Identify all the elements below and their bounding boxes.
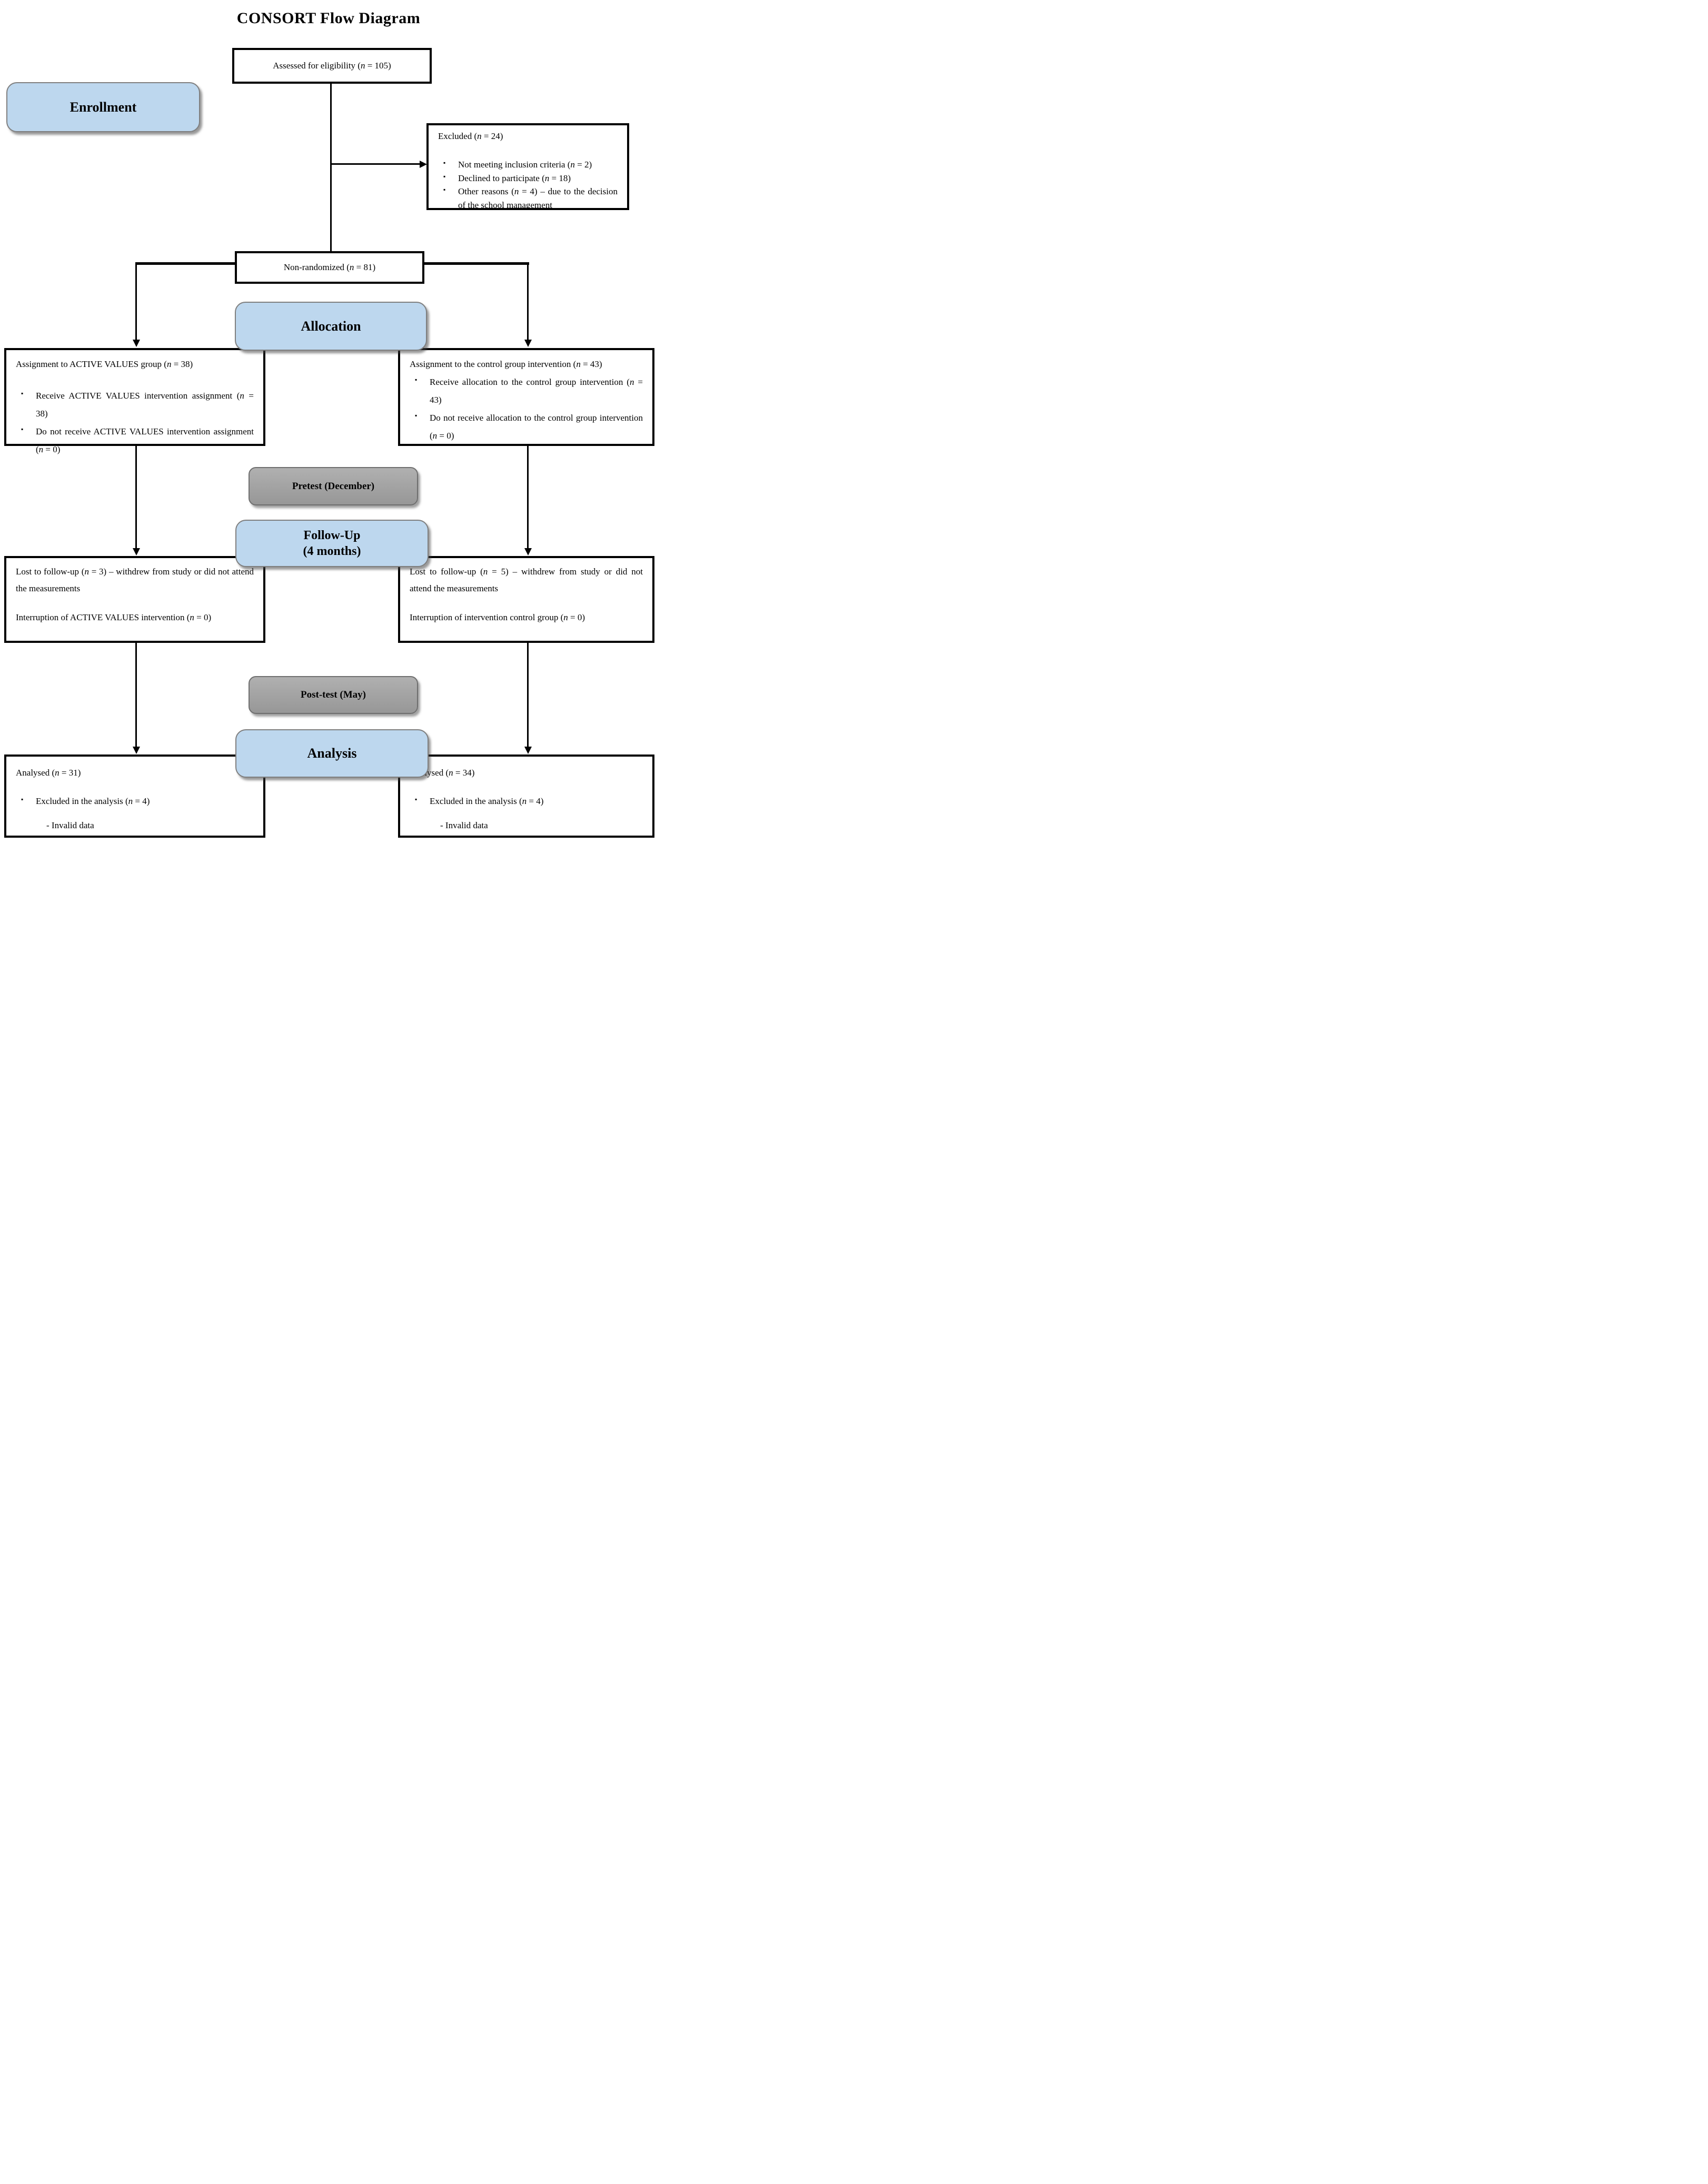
interruption-right-paragraph: Interruption of intervention control gro… <box>410 612 585 622</box>
bullet-square-icon: ▪ <box>443 186 446 194</box>
followup-stage-label-line1: Follow-Up <box>303 529 361 542</box>
pretest-timepoint-box: Pretest (December) <box>249 467 418 505</box>
connector-assessed-to-nonrandomized <box>330 84 332 251</box>
bullet-item: ▪Excluded in the analysis (n = 4) <box>415 796 544 807</box>
analysed-right-bullet-list: ▪Excluded in the analysis (n = 4) <box>410 796 643 807</box>
assessed-eligibility-box: Assessed for eligibility (n = 105) <box>232 48 432 84</box>
lost-followup-active-values-box: Lost to follow-up (n = 3) – withdrew fro… <box>4 556 265 643</box>
arrowhead-into-lost-right-icon <box>524 548 532 555</box>
connector-branch-to-excluded <box>331 163 421 165</box>
assignment-active-values-bullet-list: ▪Receive ACTIVE VALUES intervention assi… <box>16 387 254 459</box>
bullet-item: ▪Receive ACTIVE VALUES intervention assi… <box>16 387 254 423</box>
arrowhead-into-excluded-icon <box>420 160 427 168</box>
connector-split-left-vertical <box>135 262 137 340</box>
lost-followup-right-paragraph: Lost to follow-up (n = 5) – withdrew fro… <box>410 567 643 594</box>
consort-flow-diagram: CONSORT Flow Diagram Assessed for eligib… <box>0 0 657 840</box>
bullet-item: ▪Not meeting inclusion criteria (n = 2) <box>443 159 592 170</box>
bullet-square-icon: ▪ <box>443 172 446 180</box>
analysed-left-bullet-list: ▪Excluded in the analysis (n = 4) <box>16 796 254 807</box>
bullet-square-icon: ▪ <box>21 425 24 433</box>
bullet-item: ▪Receive allocation to the control group… <box>410 373 643 409</box>
assignment-active-values-heading: Assignment to ACTIVE VALUES group (n = 3… <box>16 359 193 369</box>
page-title: CONSORT Flow Diagram <box>236 9 421 27</box>
allocation-stage-box: Allocation <box>235 302 427 351</box>
arrowhead-into-assignment-left-icon <box>132 340 140 347</box>
analysed-control-group-box: Analysed (n = 34) ▪Excluded in the analy… <box>398 755 654 838</box>
posttest-timepoint-box: Post-test (May) <box>249 676 418 714</box>
analysis-stage-label: Analysis <box>307 746 357 761</box>
followup-stage-box: Follow-Up (4 months) <box>235 520 429 567</box>
bullet-item: ▪Do not receive allocation to the contro… <box>410 409 643 445</box>
posttest-timepoint-label: Post-test (May) <box>301 689 366 700</box>
bullet-item: ▪Other reasons (n = 4) – due to the deci… <box>443 186 618 210</box>
analysed-left-heading: Analysed (n = 31) <box>16 768 81 778</box>
connector-lost-left-to-analysed <box>135 643 137 747</box>
bullet-item: ▪Declined to participate (n = 18) <box>443 172 571 183</box>
connector-lost-right-to-analysed <box>527 643 529 747</box>
bullet-square-icon: ▪ <box>21 796 24 803</box>
analysis-stage-box: Analysis <box>235 729 429 778</box>
connector-split-right-horizontal <box>424 262 529 265</box>
analysed-right-subitem: - Invalid data <box>440 820 488 831</box>
allocation-stage-label: Allocation <box>301 318 361 334</box>
arrowhead-into-lost-left-icon <box>132 548 140 555</box>
assignment-control-group-box: Assignment to the control group interven… <box>398 348 654 446</box>
connector-assignment-left-to-lost <box>135 446 137 549</box>
assignment-active-values-box: Assignment to ACTIVE VALUES group (n = 3… <box>4 348 265 454</box>
connector-split-left-horizontal <box>136 262 235 265</box>
bullet-item: ▪Do not receive ACTIVE VALUES interventi… <box>16 423 254 459</box>
non-randomized-box: Non-randomized (n = 81) <box>235 251 424 284</box>
bullet-item: ▪Excluded in the analysis (n = 4) <box>21 796 150 807</box>
bullet-square-icon: ▪ <box>21 390 24 397</box>
interruption-left-paragraph: Interruption of ACTIVE VALUES interventi… <box>16 612 212 622</box>
enrollment-stage-label: Enrollment <box>69 99 137 115</box>
analysed-right-heading: Analysed (n = 34) <box>410 768 475 778</box>
excluded-heading: Excluded (n = 24) <box>438 131 503 141</box>
bullet-square-icon: ▪ <box>443 159 446 167</box>
analysed-active-values-box: Analysed (n = 31) ▪Excluded in the analy… <box>4 755 265 838</box>
bullet-square-icon: ▪ <box>415 796 418 803</box>
assessed-eligibility-text: Assessed for eligibility (n = 105) <box>273 60 391 71</box>
arrowhead-into-analysed-right-icon <box>524 747 532 754</box>
arrowhead-into-analysed-left-icon <box>132 747 140 754</box>
bullet-square-icon: ▪ <box>415 376 418 383</box>
excluded-bullet-list: ▪Not meeting inclusion criteria (n = 2)▪… <box>438 158 618 212</box>
assignment-control-group-heading: Assignment to the control group interven… <box>410 359 602 369</box>
bullet-square-icon: ▪ <box>415 412 418 419</box>
enrollment-stage-box: Enrollment <box>6 82 200 132</box>
pretest-timepoint-label: Pretest (December) <box>292 480 375 492</box>
followup-stage-label-line2: (4 months) <box>303 544 361 558</box>
non-randomized-text: Non-randomized (n = 81) <box>283 262 376 272</box>
excluded-box: Excluded (n = 24) ▪Not meeting inclusion… <box>426 123 629 210</box>
lost-followup-control-group-box: Lost to follow-up (n = 5) – withdrew fro… <box>398 556 654 643</box>
assignment-control-group-bullet-list: ▪Receive allocation to the control group… <box>410 373 643 445</box>
connector-split-right-vertical <box>527 262 529 340</box>
lost-followup-left-paragraph: Lost to follow-up (n = 3) – withdrew fro… <box>16 567 254 594</box>
analysed-left-subitem: - Invalid data <box>46 820 94 831</box>
connector-assignment-right-to-lost <box>527 446 529 549</box>
arrowhead-into-assignment-right-icon <box>524 340 532 347</box>
